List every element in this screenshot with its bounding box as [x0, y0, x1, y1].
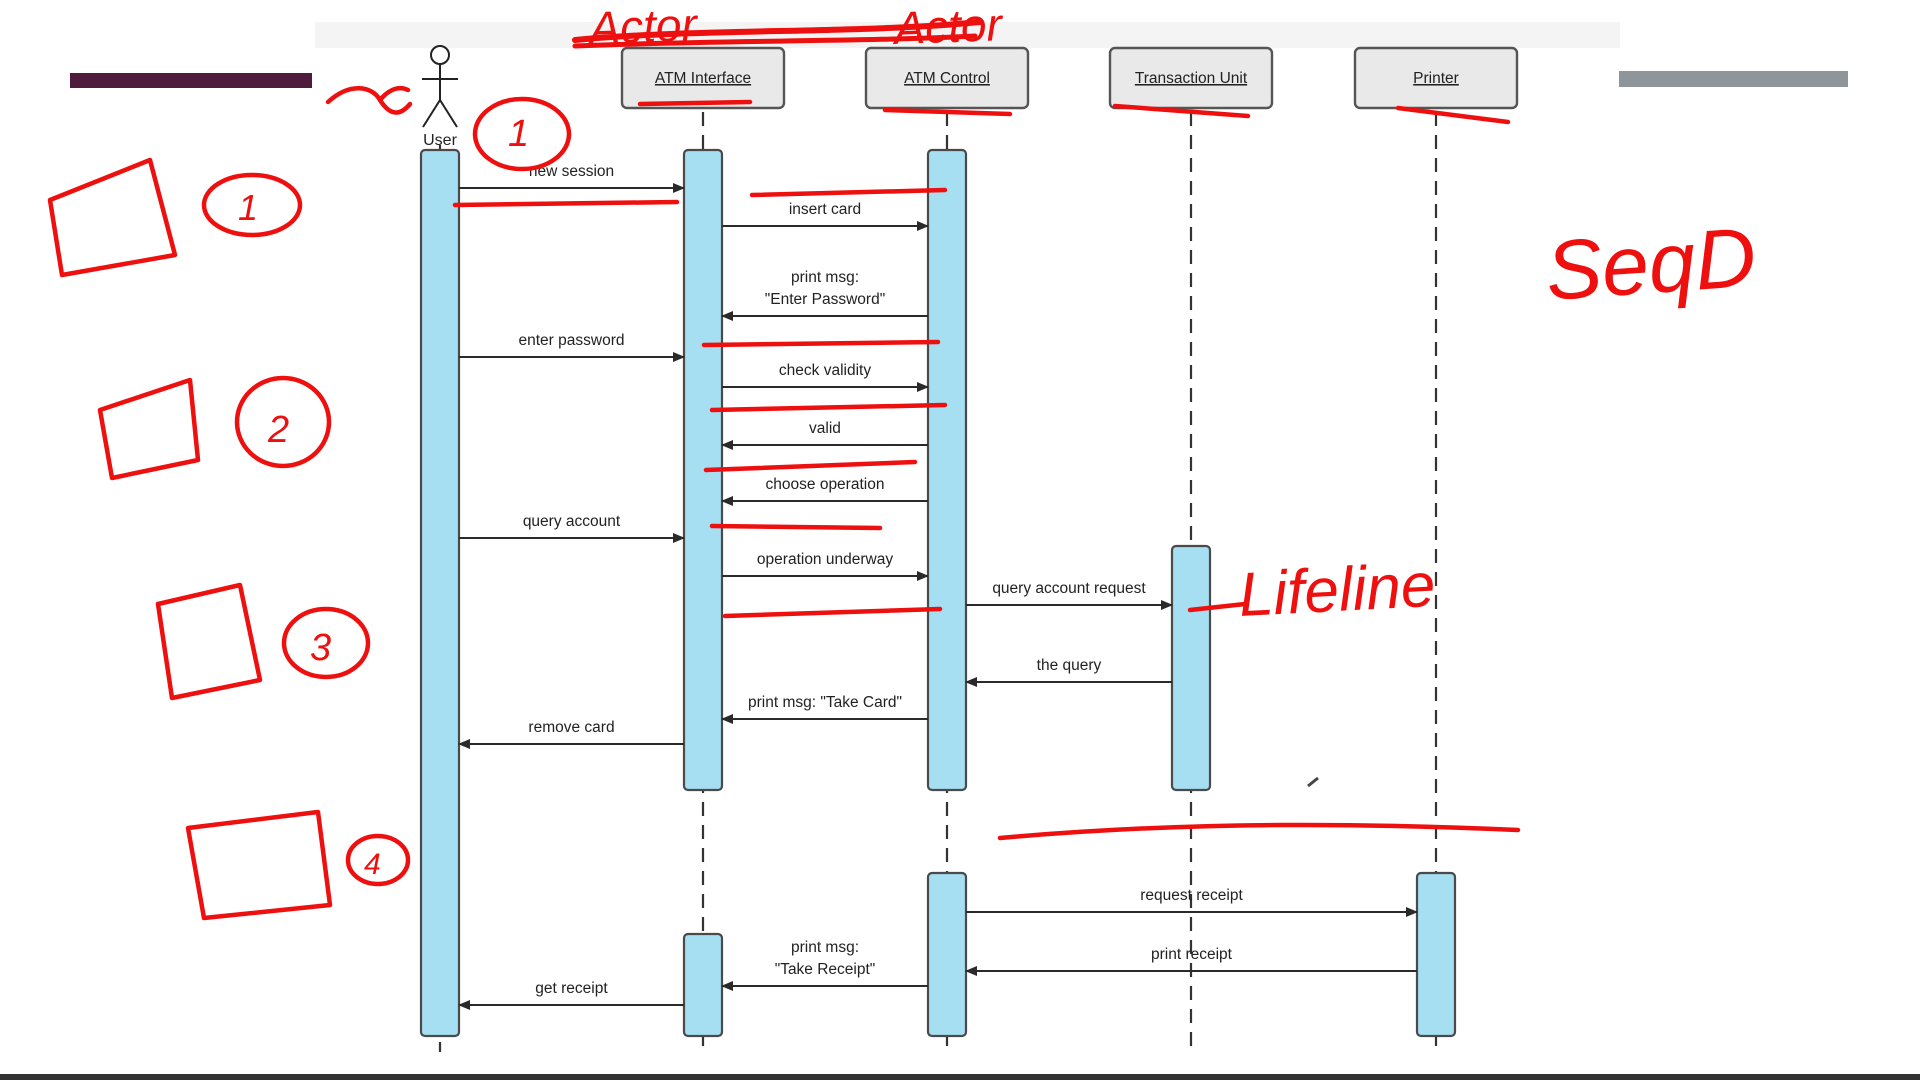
- annotation-circle-icon: [345, 833, 411, 887]
- activation-bar-atm_interface: [682, 932, 724, 1038]
- participant-label-atm_interface: ATM Interface: [655, 70, 751, 87]
- message-label: "Take Receipt": [775, 961, 876, 978]
- annotation-divider-line: [997, 822, 1521, 841]
- participant-label-transaction_unit: Transaction Unit: [1135, 70, 1248, 87]
- activation-bar-atm_control: [926, 871, 968, 1038]
- message-label: query account request: [992, 580, 1146, 597]
- annotation-number: 1: [508, 113, 529, 155]
- annotation-strike-line: [572, 19, 983, 43]
- message-label: insert card: [789, 201, 861, 218]
- annotation-number: 3: [310, 627, 331, 669]
- annotation-circle-icon: [281, 606, 371, 680]
- annotation-strike-line: [572, 33, 978, 49]
- message-label: print msg:: [791, 939, 859, 956]
- annotation-box-icon: [97, 377, 201, 481]
- annotation-circle-icon: [201, 172, 303, 238]
- participant-box-printer: [1353, 46, 1519, 110]
- annotation-lifeline-word: Lifeline: [1237, 551, 1437, 630]
- annotation-number: 2: [267, 409, 289, 451]
- annotation-underline: [452, 199, 680, 208]
- participant-label-user: User: [423, 132, 457, 149]
- message-label: print msg: "Take Card": [748, 694, 902, 711]
- participant-box-atm_interface: [620, 46, 786, 110]
- message-label: request receipt: [1140, 887, 1243, 904]
- message-label: query account: [523, 513, 621, 530]
- annotation-underline: [703, 459, 918, 473]
- annotation-underline: [722, 606, 943, 619]
- annotation-circle-icon: [472, 96, 572, 172]
- message-label: new session: [529, 163, 614, 180]
- actor-head-icon: [430, 45, 450, 65]
- annotation-underline: [749, 187, 948, 198]
- activation-bar-atm_control: [926, 148, 968, 792]
- annotation-seqd-word: SeqD: [1543, 210, 1759, 318]
- participant-box-transaction_unit: [1108, 46, 1274, 110]
- message-label: print receipt: [1151, 946, 1233, 963]
- actor-leg-left-icon: [422, 99, 441, 128]
- annotation-box-icon: [47, 157, 178, 278]
- annotation-pointer-line: [1187, 601, 1248, 613]
- activation-bar-printer: [1415, 871, 1457, 1038]
- message-label: "Enter Password": [765, 291, 885, 308]
- annotation-underline: [709, 402, 948, 413]
- message-label: enter password: [519, 332, 625, 349]
- message-label: check validity: [779, 362, 871, 379]
- underline-atm-interface: [637, 99, 753, 107]
- slide-accent-bar-right: [1619, 71, 1848, 87]
- message-label: remove card: [528, 719, 614, 736]
- message-label: the query: [1037, 657, 1102, 674]
- message-label: operation underway: [757, 551, 893, 568]
- annotation-underline: [701, 339, 941, 348]
- window-bottom-edge: [0, 1074, 1920, 1080]
- annotation-box-icon: [185, 809, 333, 921]
- annotation-number: 4: [364, 848, 381, 881]
- annotation-alpha-icon: [325, 85, 413, 115]
- participant-label-printer: Printer: [1413, 70, 1459, 87]
- message-label: choose operation: [766, 476, 885, 493]
- participant-label-atm_control: ATM Control: [904, 70, 990, 87]
- activation-bar-user: [419, 148, 461, 1038]
- message-label: valid: [809, 420, 841, 437]
- message-label: get receipt: [535, 980, 608, 997]
- annotation-underline: [709, 523, 883, 531]
- actor-leg-right-icon: [439, 99, 458, 128]
- annotation-box-icon: [155, 582, 263, 701]
- underline-atm-control: [882, 107, 1013, 117]
- activation-bar-transaction_unit: [1170, 544, 1212, 792]
- participant-box-atm_control: [864, 46, 1030, 110]
- pen-cursor-icon: [1307, 776, 1319, 788]
- annotation-circle-icon: [234, 375, 332, 469]
- slide-accent-bar-left: [70, 73, 312, 88]
- underline-printer: [1395, 105, 1511, 125]
- message-label: print msg:: [791, 269, 859, 286]
- underline-transaction-unit: [1112, 103, 1251, 119]
- annotation-number: 1: [238, 187, 258, 228]
